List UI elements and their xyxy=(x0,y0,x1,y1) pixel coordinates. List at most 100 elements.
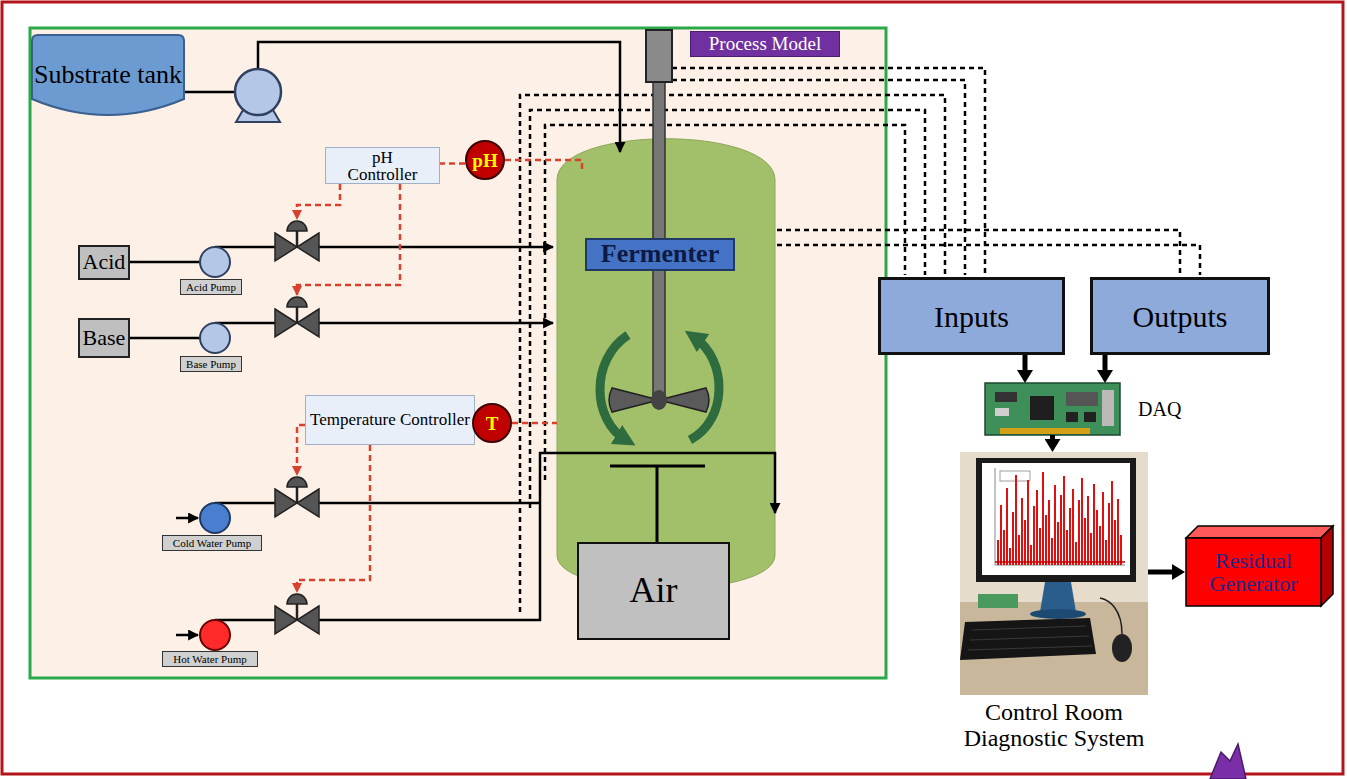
control-line xyxy=(297,184,400,295)
base-tank: Base xyxy=(78,318,130,358)
node-label: Fermenter xyxy=(601,240,719,269)
mixing-arrow xyxy=(690,337,719,440)
control-room-photo-picture xyxy=(978,594,1018,608)
base-valve xyxy=(275,297,319,337)
substrate-pump xyxy=(235,69,281,122)
water-line xyxy=(319,502,540,505)
node-label: Base Pump xyxy=(186,358,236,370)
control-room-photo-picture xyxy=(960,452,1148,602)
box-side-face xyxy=(1321,526,1333,606)
connector-group xyxy=(440,164,1173,573)
process-model-box: Process Model xyxy=(690,31,840,57)
base-pump xyxy=(200,323,230,353)
control-room-photo-picture xyxy=(1040,582,1076,612)
acid-line xyxy=(319,246,553,249)
acid-tank: Acid xyxy=(78,245,130,280)
node-label: Acid Pump xyxy=(186,281,236,293)
node-label: Air xyxy=(630,571,678,611)
node-label: Inputs xyxy=(934,300,1009,333)
cold-water-valve xyxy=(275,477,319,517)
daq-card-picture xyxy=(1000,428,1090,434)
ph-sensor: pH xyxy=(465,140,505,180)
fermenter-vessel xyxy=(557,139,775,589)
pump-caption: Base Pump xyxy=(180,356,242,372)
acid-line xyxy=(130,247,553,262)
base-line xyxy=(130,337,200,340)
base-line xyxy=(130,323,553,338)
node-label: Residual Generator xyxy=(1198,549,1310,595)
box-top-face xyxy=(1186,526,1333,538)
cold-water-pump xyxy=(200,503,230,533)
substrate-feed-line xyxy=(170,42,620,152)
agitator xyxy=(651,390,667,410)
daq-card-picture xyxy=(985,383,1120,435)
agitator xyxy=(609,30,709,412)
node-label: Base xyxy=(83,326,126,350)
daq-card-picture xyxy=(995,408,1009,416)
data-flow-arrow xyxy=(1023,355,1028,371)
control-room-photo-picture xyxy=(960,452,1148,695)
air-sparger xyxy=(656,466,659,542)
node-label: Substrate tank xyxy=(34,62,182,88)
node-label: Process Model xyxy=(709,34,821,55)
outputs-box: Outputs xyxy=(1090,277,1270,355)
signal-wire xyxy=(777,230,1180,275)
control-line xyxy=(297,445,370,592)
base-line xyxy=(319,322,553,325)
tank-outline xyxy=(32,35,184,115)
acid-valve xyxy=(275,221,319,261)
control-room-photo-picture xyxy=(1112,634,1132,662)
caption-label: DAQ xyxy=(1138,398,1181,420)
temperature-controller-box: Temperature Controller xyxy=(305,395,475,445)
acid-line xyxy=(130,261,200,264)
node-label: Outputs xyxy=(1132,300,1227,333)
hot-water-pump xyxy=(200,620,230,650)
mixing-arrow xyxy=(600,335,628,440)
daq-card-picture xyxy=(1030,396,1054,420)
daq-card-picture xyxy=(1084,412,1096,422)
control-line xyxy=(297,184,340,219)
water-line xyxy=(176,634,198,637)
control-room-photo-picture xyxy=(998,472,1121,565)
node-label: T xyxy=(486,414,499,433)
pump-caption: Acid Pump xyxy=(180,279,242,295)
temperature-sensor: T xyxy=(472,403,512,443)
data-flow-arrow xyxy=(1148,570,1173,575)
pump-caption: Hot Water Pump xyxy=(162,651,258,667)
water-line xyxy=(176,517,198,520)
residual-generator-box: Residual Generator xyxy=(1185,537,1322,607)
air-supply-box: Air xyxy=(577,542,730,640)
control-signal-line xyxy=(440,162,465,165)
control-room-photo-picture xyxy=(1100,598,1122,634)
control-line xyxy=(512,422,557,425)
control-room-photo-picture xyxy=(960,618,1096,660)
node-label: pH xyxy=(472,151,497,170)
daq-card-picture xyxy=(995,392,1017,402)
node-label: Acid xyxy=(83,250,126,274)
control-room-photo-picture xyxy=(982,463,1130,575)
substrate-feed-line xyxy=(258,42,620,152)
agitator xyxy=(646,30,672,82)
pump-caption: Cold Water Pump xyxy=(162,535,262,551)
daq-card-picture xyxy=(985,383,1120,435)
hot-water-valve xyxy=(275,594,319,634)
daq-card: DAQ xyxy=(985,383,1120,435)
data-flow-arrow xyxy=(1103,355,1108,371)
caption-label: Control Room Diagnostic System xyxy=(939,699,1169,752)
ph-controller-box: pH Controller xyxy=(325,147,440,184)
node-label: Temperature Controller xyxy=(310,411,470,429)
node-label: Cold Water Pump xyxy=(173,537,251,549)
control-room-photo-picture xyxy=(995,561,1125,563)
air-sparger xyxy=(610,466,705,542)
signal-wire xyxy=(530,110,925,508)
control-line xyxy=(297,160,582,592)
control-room-photo-picture xyxy=(995,468,1125,565)
daq-card-picture xyxy=(1102,390,1114,426)
daq-card-picture xyxy=(1066,412,1078,422)
control-room-photo-picture xyxy=(976,458,1136,582)
water-line xyxy=(215,502,275,505)
box-front-face xyxy=(1186,538,1321,606)
signal-wire xyxy=(545,125,905,480)
